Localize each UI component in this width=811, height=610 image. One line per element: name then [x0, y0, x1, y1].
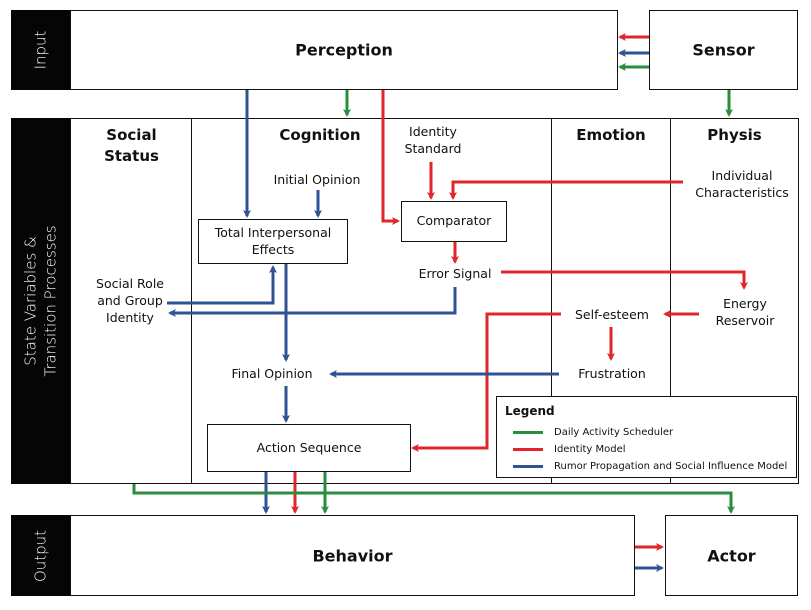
state-label-line2: Transition Processes: [41, 225, 59, 377]
sensor-box: Sensor: [649, 10, 798, 90]
tie-line1: Total Interpersonal: [214, 224, 332, 240]
legend-label: Identity Model: [554, 443, 626, 455]
legend-item-identity-model: Identity Model: [497, 441, 626, 457]
actor-title: Actor: [707, 546, 756, 565]
social-role-line2: and Group: [97, 292, 163, 308]
arrow-state-actor-green: [132, 484, 735, 514]
node-error-signal: Error Signal: [418, 266, 492, 281]
input-label-text: Input: [31, 30, 50, 70]
social-role-line1: Social Role: [96, 276, 164, 291]
legend-item-daily-activity-scheduler: Daily Activity Scheduler: [497, 424, 673, 440]
social-status-line1: Social: [106, 126, 157, 144]
social-status-line2: Status: [104, 147, 159, 165]
node-initial-opinion: Initial Opinion: [273, 172, 361, 187]
state-label-line1: State Variables &: [21, 236, 40, 366]
legend-item-rumor-propagation: Rumor Propagation and Social Influence M…: [497, 458, 787, 474]
legend: Legend Daily Activity Scheduler Identity…: [496, 396, 797, 478]
actor-box: Actor: [665, 515, 798, 596]
legend-title: Legend: [505, 404, 555, 418]
state-row-label: State Variables & Transition Processes: [11, 118, 71, 484]
input-row-label: Input: [11, 10, 71, 90]
identity-standard-line1: Identity: [409, 124, 457, 139]
perception-title: Perception: [295, 40, 393, 60]
identity-standard-line2: Standard: [404, 140, 462, 156]
behavior-box: Behavior: [70, 515, 635, 596]
node-self-esteem: Self-esteem: [575, 307, 649, 322]
node-final-opinion: Final Opinion: [231, 366, 313, 381]
individual-characteristics-line2: Characteristics: [695, 184, 789, 200]
output-row-label: Output: [11, 515, 71, 596]
node-social-role-and-group-identity: Social Role and Group Identity: [80, 276, 180, 327]
node-total-interpersonal-effects: Total Interpersonal Effects: [198, 219, 348, 264]
output-label-text: Output: [31, 529, 50, 582]
column-divider: [670, 118, 671, 484]
legend-swatch-blue: [513, 464, 543, 468]
node-identity-standard: Identity Standard: [383, 124, 483, 158]
column-divider: [191, 118, 192, 484]
column-header-social-status: Social Status: [72, 125, 191, 167]
column-divider: [551, 118, 552, 484]
legend-label: Daily Activity Scheduler: [554, 426, 674, 438]
individual-characteristics-line1: Individual: [711, 168, 773, 183]
column-header-physis: Physis: [707, 126, 762, 144]
node-frustration: Frustration: [578, 366, 646, 381]
energy-reservoir-line2: Reservoir: [715, 312, 775, 328]
legend-label: Rumor Propagation and Social Influence M…: [554, 460, 788, 472]
tie-line2: Effects: [251, 241, 295, 257]
social-role-line3: Identity: [106, 309, 154, 325]
node-comparator: Comparator: [401, 201, 507, 242]
column-header-cognition: Cognition: [279, 126, 361, 144]
energy-reservoir-line1: Energy: [723, 296, 767, 311]
column-header-emotion: Emotion: [576, 126, 646, 144]
node-energy-reservoir: Energy Reservoir: [690, 296, 800, 330]
legend-swatch-green: [513, 430, 543, 434]
sensor-title: Sensor: [692, 40, 755, 60]
node-individual-characteristics: Individual Characteristics: [683, 168, 801, 202]
legend-swatch-red: [513, 447, 543, 451]
node-action-sequence: Action Sequence: [207, 424, 411, 472]
perception-box: Perception: [70, 10, 618, 90]
behavior-title: Behavior: [312, 546, 393, 565]
state-label-text: State Variables & Transition Processes: [22, 225, 61, 376]
